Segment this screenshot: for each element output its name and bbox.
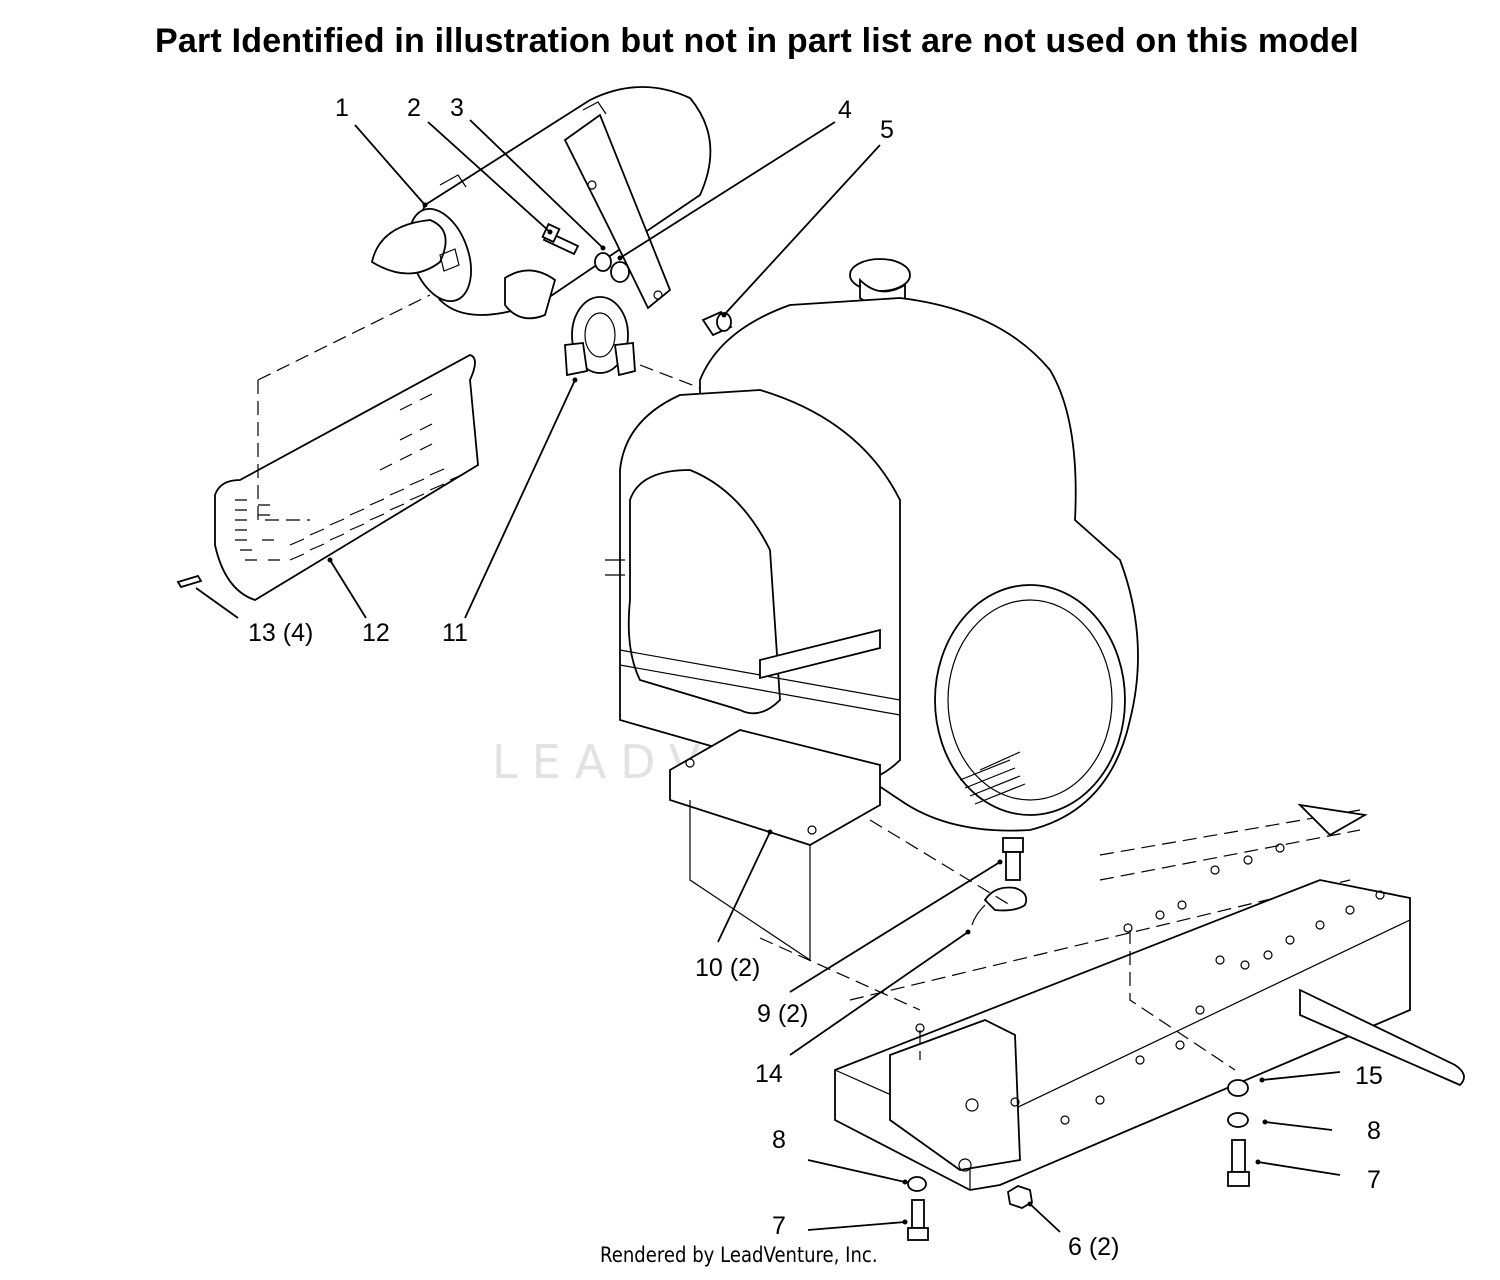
callout-label-7-left: 7	[772, 1212, 786, 1240]
callout-label-2: 2	[407, 94, 421, 122]
muffler-bracket-part	[563, 113, 672, 310]
callout-label-15: 15	[1355, 1062, 1383, 1090]
callout-label-4: 4	[838, 96, 852, 124]
washer-part-8-right	[1227, 1112, 1249, 1128]
diagram-title: Part Identified in illustration but not …	[155, 22, 1359, 60]
exhaust-clamp-part	[564, 296, 636, 377]
callout-label-3: 3	[450, 94, 464, 122]
footer-credit: Rendered by LeadVenture, Inc.	[600, 1243, 878, 1267]
callout-label-12: 12	[362, 619, 390, 647]
washer-part-3	[594, 252, 612, 272]
heat-shield-part	[176, 354, 479, 601]
washer-part-8-left	[907, 1176, 927, 1192]
callout-label-8-right: 8	[1367, 1117, 1381, 1145]
callout-label-14: 14	[755, 1060, 783, 1088]
frame-part	[834, 803, 1465, 1191]
nut-part-6	[1007, 1185, 1033, 1209]
callout-label-13: 13 (4)	[248, 619, 313, 647]
callout-label-11: 11	[442, 619, 468, 647]
callout-label-6: 6 (2)	[1068, 1233, 1119, 1261]
callout-label-8-left: 8	[772, 1126, 786, 1154]
bolt-part-7-left	[907, 1199, 929, 1241]
assembly-lines	[257, 294, 1011, 1011]
washer-part-4	[610, 261, 630, 283]
callout-label-5: 5	[880, 116, 894, 144]
muffler-part	[370, 86, 712, 320]
engine-part	[605, 258, 1139, 962]
leader-lines	[195, 119, 1341, 1233]
ground-terminal-part-14	[971, 886, 1028, 926]
bolt-part-7-right	[1227, 1139, 1250, 1187]
callout-label-7-right: 7	[1367, 1166, 1381, 1194]
spacer-part-5	[701, 310, 733, 337]
callout-label-9: 9 (2)	[757, 1000, 808, 1028]
engine-bolt-part-9	[1002, 837, 1024, 881]
lock-washer-part-15	[1227, 1079, 1249, 1097]
callout-label-10: 10 (2)	[695, 954, 760, 982]
callout-label-1: 1	[335, 94, 349, 122]
